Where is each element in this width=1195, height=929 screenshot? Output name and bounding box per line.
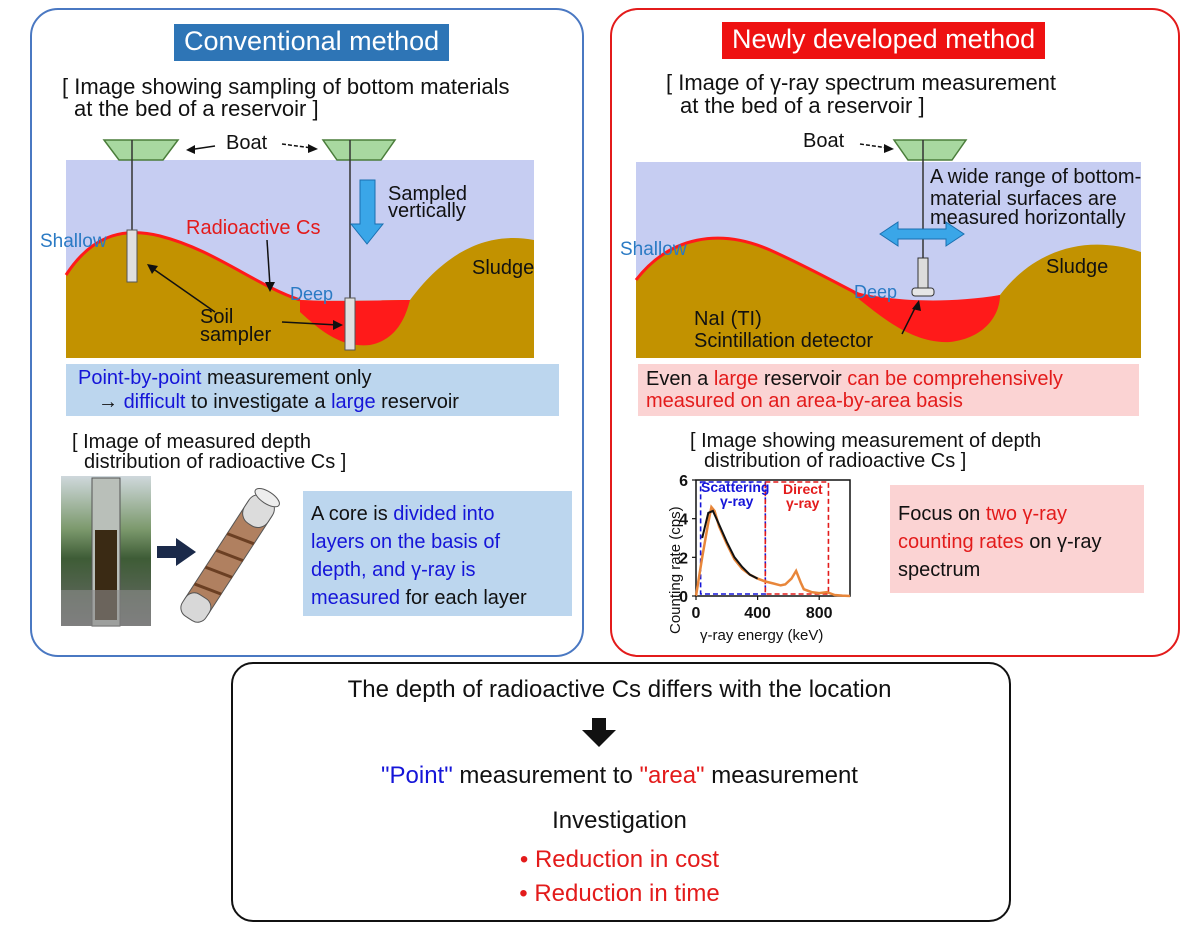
sampled-vertically-arrow: [349, 179, 385, 245]
wide-range-line2: material surfaces are: [930, 188, 1117, 210]
chart-series-line-1: [694, 504, 851, 598]
horizontal-measure-arrow: [879, 221, 965, 247]
direct-label-line1: Direct: [783, 481, 823, 497]
detector-label-line2: Scintillation detector: [694, 330, 873, 352]
chart-series-line-2: [701, 509, 759, 580]
left-soil-sampler-1: [126, 229, 138, 283]
left-boat-1: [102, 139, 180, 161]
point-note-line1: Point-by-point measurement only: [78, 367, 372, 389]
right-caption2-line2: distribution of radioactive Cs ]: [704, 450, 967, 472]
wide-range-line1: A wide range of bottom-: [930, 166, 1142, 188]
chart-region-scattering: [699, 481, 767, 595]
focus-note-line1: Focus on two γ-ray: [898, 503, 1067, 525]
left-caption2-line2: distribution of radioactive Cs ]: [84, 451, 347, 473]
core-note-line2: layers on the basis of: [311, 531, 500, 553]
right-sediment: [636, 238, 1141, 358]
new-method-title: Newly developed method: [722, 22, 1046, 59]
left-sediment: [66, 232, 534, 358]
right-boat: [892, 139, 968, 161]
left-soil-sampler-2: [344, 297, 356, 351]
left-deep-label: Deep: [290, 284, 334, 304]
soil-sampler-label-line1: Soil: [200, 306, 234, 328]
area-note-line1: Even a large reservoir can be comprehens…: [646, 368, 1063, 390]
focus-note-line3: spectrum: [898, 559, 981, 581]
left-caption-line1: [ Image showing sampling of bottom mater…: [62, 74, 510, 99]
right-caption2-line1: [ Image showing measurement of depth: [690, 430, 1042, 452]
right-shallow-label: Shallow: [620, 239, 687, 260]
conclusion-line4: • Reduction in cost: [519, 846, 720, 873]
core-division-note: [303, 491, 572, 616]
conclusion-panel: [231, 662, 1011, 922]
core-note-line4: measured for each layer: [311, 587, 527, 609]
conventional-method-title: Conventional method: [174, 24, 450, 61]
chart-y-tick-label: 6: [679, 473, 688, 490]
right-sludge-label: Sludge: [1046, 256, 1109, 278]
chart-plot-area: [695, 479, 851, 597]
radioactive-cs-label: Radioactive Cs: [186, 217, 321, 239]
left-cs-line: [64, 231, 301, 302]
conclusion-line3: Investigation: [552, 807, 687, 834]
left-caption-line2: at the bed of a reservoir ]: [74, 96, 319, 121]
conclusion-line5: • Reduction in time: [519, 880, 720, 907]
point-measurement-note: [66, 364, 559, 416]
left-boat-2: [321, 139, 397, 161]
area-measurement-note: [638, 364, 1139, 416]
chart-x-tick-label: 400: [744, 605, 771, 622]
wide-range-line3: measured horizontally: [930, 207, 1126, 229]
right-deep-label: Deep: [854, 282, 898, 302]
scattering-label-line1: Scattering: [701, 479, 770, 495]
focus-note-line2: counting rates on γ-ray: [898, 531, 1102, 553]
core-note-line1: A core is divided into: [311, 503, 495, 525]
divided-core-illustration: [180, 487, 280, 623]
focus-note: [890, 485, 1144, 593]
right-caption-line1: [ Image of γ-ray spectrum measurement: [666, 70, 1057, 95]
left-boat-label: Boat: [226, 132, 268, 154]
chart-x-tick-label: 0: [692, 605, 701, 622]
conclusion-line1: The depth of radioactive Cs differs with…: [347, 676, 892, 703]
sampled-label-line1: Sampled: [388, 183, 467, 205]
detector-label-line1: NaI (TI): [694, 308, 762, 330]
soil-sampler-label-line2: sampler: [200, 324, 272, 346]
right-cs-layer: [850, 290, 1000, 343]
right-caption-line2: at the bed of a reservoir ]: [680, 93, 925, 118]
left-caption2-line1: [ Image of measured depth: [72, 431, 312, 453]
left-sludge-label: Sludge: [472, 257, 535, 279]
chart-x-axis-label: γ-ray energy (keV): [700, 627, 824, 644]
core-note-line3: depth, and γ-ray is: [311, 559, 476, 581]
sampled-label-line2: vertically: [388, 200, 466, 222]
right-cs-line: [634, 236, 861, 297]
chart-x-tick-label: 800: [806, 605, 833, 622]
point-note-line2: → difficult to investigate a large reser…: [98, 391, 459, 413]
chart-y-tick-label: 4: [679, 512, 688, 529]
conclusion-line2: "Point" measurement to "area" measuremen…: [381, 762, 858, 789]
left-shallow-label: Shallow: [40, 231, 107, 252]
chart-y-tick-label: 0: [679, 589, 688, 606]
direct-label-line2: γ-ray: [786, 495, 820, 511]
chart-y-tick-label: 2: [679, 550, 688, 567]
scattering-label-line2: γ-ray: [720, 493, 754, 509]
area-note-line2: measured on an area-by-area basis: [646, 390, 963, 412]
core-arrow: [157, 538, 196, 566]
right-boat-label: Boat: [803, 130, 845, 152]
